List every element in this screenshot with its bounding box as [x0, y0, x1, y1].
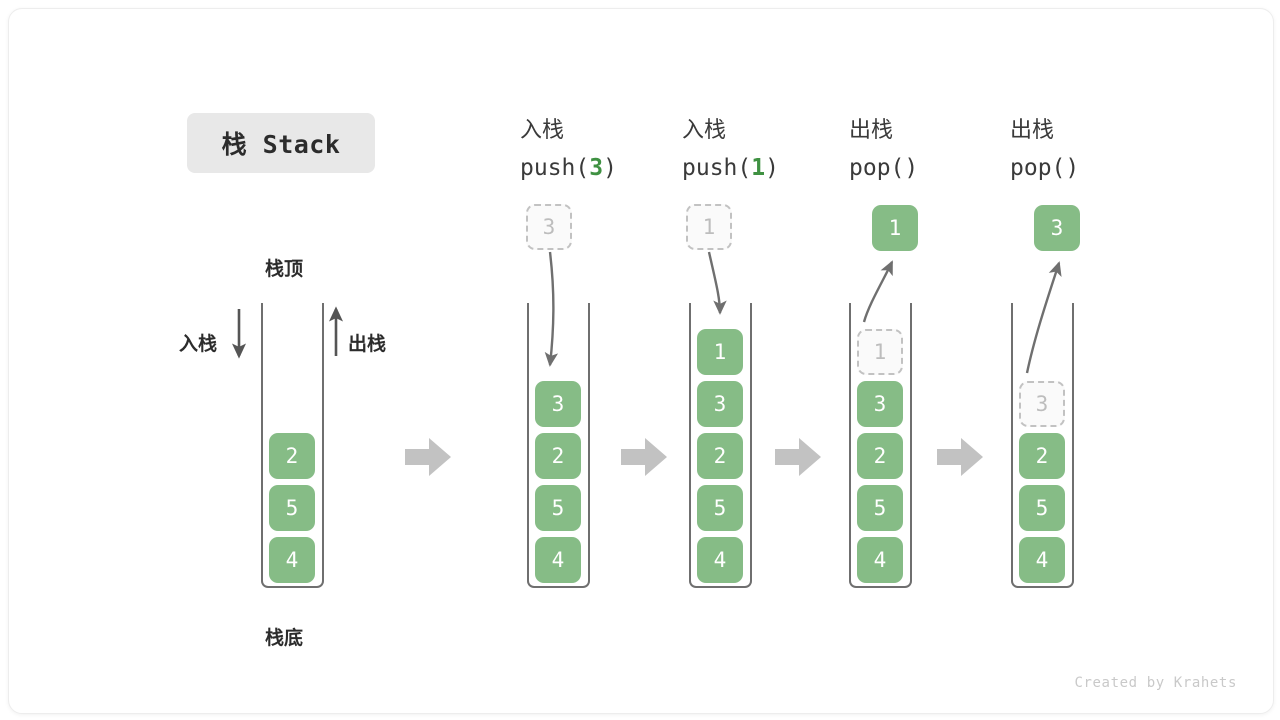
page-title: 栈 Stack: [221, 130, 341, 159]
stack-cell: 5: [1019, 485, 1065, 531]
step-header-pop-3: 出栈 pop(): [1010, 111, 1079, 187]
step-op-code: push(3): [520, 155, 617, 181]
step-op-code: pop(): [1010, 155, 1080, 181]
step-op-code: push(1): [682, 155, 779, 181]
stack-cell: 2: [269, 433, 315, 479]
transition-arrow-1: [405, 438, 451, 476]
stack-tube-push-1: [689, 303, 752, 588]
transition-arrow-4: [937, 438, 983, 476]
stack-cell: 5: [535, 485, 581, 531]
stack-cell: 4: [535, 537, 581, 583]
push-legend-label: 入栈: [179, 334, 218, 355]
step-op-cn: 入栈: [682, 117, 727, 142]
stack-cell: 1: [697, 329, 743, 375]
stack-cell: 4: [697, 537, 743, 583]
stack-cell: 4: [1019, 537, 1065, 583]
stack-cell: 2: [535, 433, 581, 479]
stack-tube-pop-3: [1011, 303, 1074, 588]
stack-cell-leaving: 3: [1019, 381, 1065, 427]
stack-cell: 3: [535, 381, 581, 427]
stack-cell: 2: [697, 433, 743, 479]
step-op-cn: 出栈: [1010, 117, 1055, 142]
stack-cell: 5: [269, 485, 315, 531]
transition-arrow-3: [775, 438, 821, 476]
footer-credit: Created by Krahets: [1074, 675, 1237, 691]
step-op-code: pop(): [849, 155, 919, 181]
stack-cell: 4: [857, 537, 903, 583]
step-header-pop-1: 出栈 pop(): [849, 111, 918, 187]
stack-cell-leaving: 1: [857, 329, 903, 375]
stack-cell: 4: [269, 537, 315, 583]
stack-top-label: 栈顶: [265, 259, 304, 280]
stack-cell: 2: [1019, 433, 1065, 479]
step-op-cn: 出栈: [849, 117, 894, 142]
floating-popped-cell: 3: [1034, 205, 1080, 251]
stack-cell: 3: [697, 381, 743, 427]
stack-tube-push-3: [527, 303, 590, 588]
transition-arrow-2: [621, 438, 667, 476]
diagram-canvas: 栈 Stack 栈顶 入栈 出栈 栈底 2 5 4 入栈 push(3) 3 3…: [8, 8, 1274, 714]
stack-cell: 5: [857, 485, 903, 531]
step-header-push-1: 入栈 push(1): [682, 111, 779, 187]
floating-ghost-cell: 3: [526, 204, 572, 250]
stack-tube-initial: [261, 303, 324, 588]
stack-cell: 5: [697, 485, 743, 531]
diagram-title-badge: 栈 Stack: [187, 113, 375, 173]
step-header-push-3: 入栈 push(3): [520, 111, 617, 187]
stack-cell: 3: [857, 381, 903, 427]
floating-ghost-cell: 1: [686, 204, 732, 250]
pop-legend-label: 出栈: [348, 334, 387, 355]
stack-bottom-label: 栈底: [265, 628, 304, 649]
stack-cell: 2: [857, 433, 903, 479]
step-op-cn: 入栈: [520, 117, 565, 142]
stack-tube-pop-1: [849, 303, 912, 588]
floating-popped-cell: 1: [872, 205, 918, 251]
